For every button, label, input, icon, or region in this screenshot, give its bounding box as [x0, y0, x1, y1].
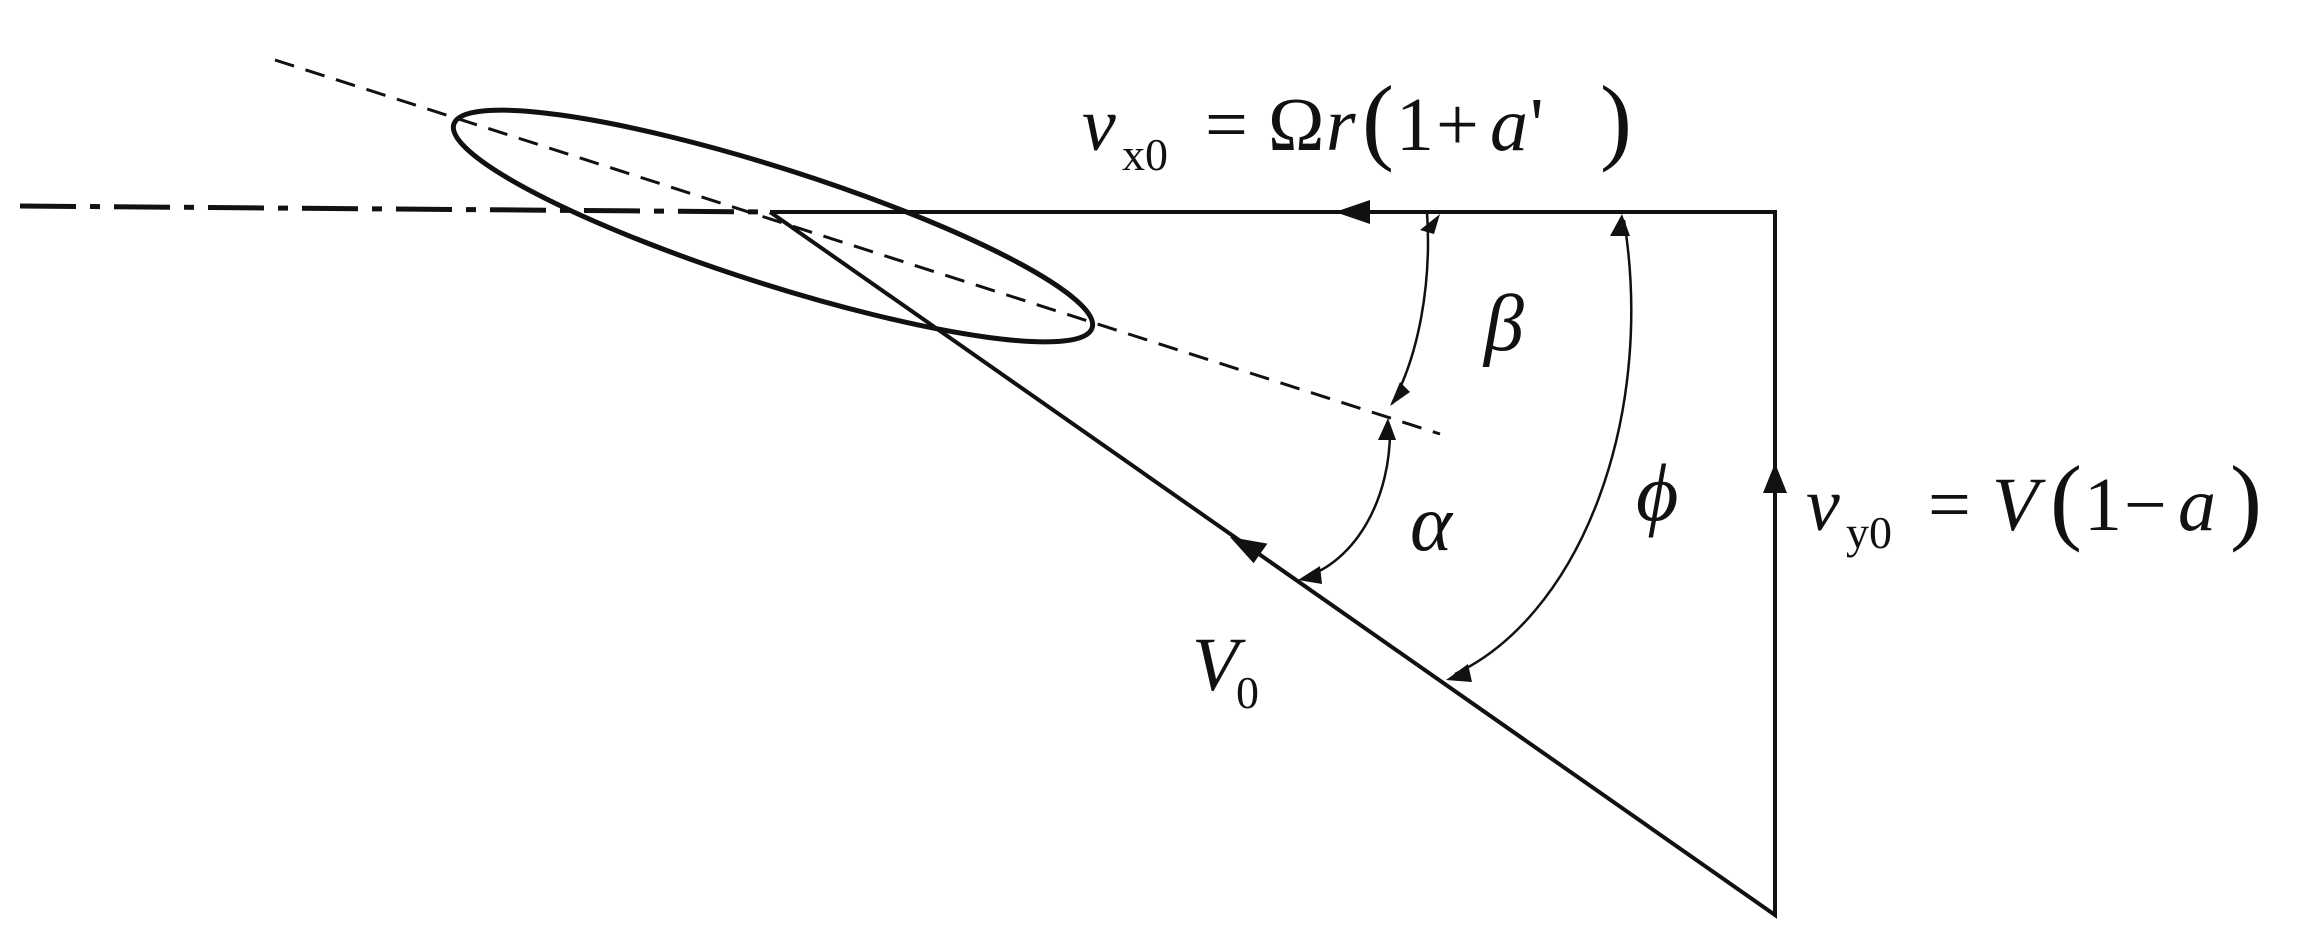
beta-label: β	[1482, 280, 1524, 368]
velocity-triangle	[768, 210, 1777, 919]
svg-text:x0: x0	[1122, 129, 1168, 180]
vx0-arrowhead	[1335, 200, 1370, 224]
svg-text:r: r	[1326, 83, 1356, 167]
vy0-arrowhead	[1763, 463, 1787, 493]
svg-text:1: 1	[1396, 83, 1434, 167]
svg-text:): )	[1600, 66, 1632, 173]
svg-text:(: (	[2050, 446, 2082, 553]
svg-text:': '	[1530, 83, 1544, 167]
svg-text:V: V	[1192, 623, 1246, 707]
svg-text:a: a	[2178, 463, 2216, 547]
svg-text:V: V	[1992, 463, 2046, 547]
vy0-label: v y0 = V ( 1 − a )	[1806, 446, 2262, 558]
beta-arrowhead-bottom	[1390, 382, 1410, 406]
svg-text:y0: y0	[1846, 507, 1892, 558]
beta-arrowhead-top	[1420, 214, 1440, 234]
phi-angle-arc	[1454, 219, 1633, 676]
svg-text:=: =	[1928, 463, 1971, 547]
phi-arrowhead-bottom	[1446, 664, 1472, 682]
svg-text:=: =	[1205, 83, 1248, 167]
alpha-angle-arc	[1307, 429, 1392, 578]
phi-label: ϕ	[1636, 447, 1678, 538]
svg-text:1: 1	[2084, 463, 2122, 547]
airfoil-ellipse	[450, 107, 1096, 345]
svg-text:−: −	[2124, 463, 2167, 547]
svg-text:v: v	[1082, 83, 1116, 167]
svg-text:0: 0	[1236, 667, 1259, 718]
alpha-label: α	[1410, 480, 1454, 568]
svg-text:(: (	[1362, 66, 1394, 173]
chord-line-dashed	[274, 58, 1441, 436]
alpha-arrowhead-bottom	[1298, 566, 1322, 584]
svg-text:): )	[2230, 446, 2262, 553]
rotor-plane-dashdot-line	[19, 203, 771, 215]
phi-arrowhead-top	[1610, 214, 1630, 236]
V0-arrowhead	[1230, 537, 1268, 564]
V0-label: V 0	[1192, 623, 1259, 718]
svg-text:Ω: Ω	[1268, 83, 1324, 167]
beta-angle-arc	[1390, 211, 1430, 405]
svg-text:v: v	[1806, 463, 1840, 547]
vx0-label: v x0 = Ω r ( 1 + a ' )	[1082, 66, 1632, 180]
svg-text:+: +	[1436, 83, 1479, 167]
alpha-arrowhead-top	[1378, 418, 1396, 440]
svg-text:a: a	[1490, 83, 1528, 167]
